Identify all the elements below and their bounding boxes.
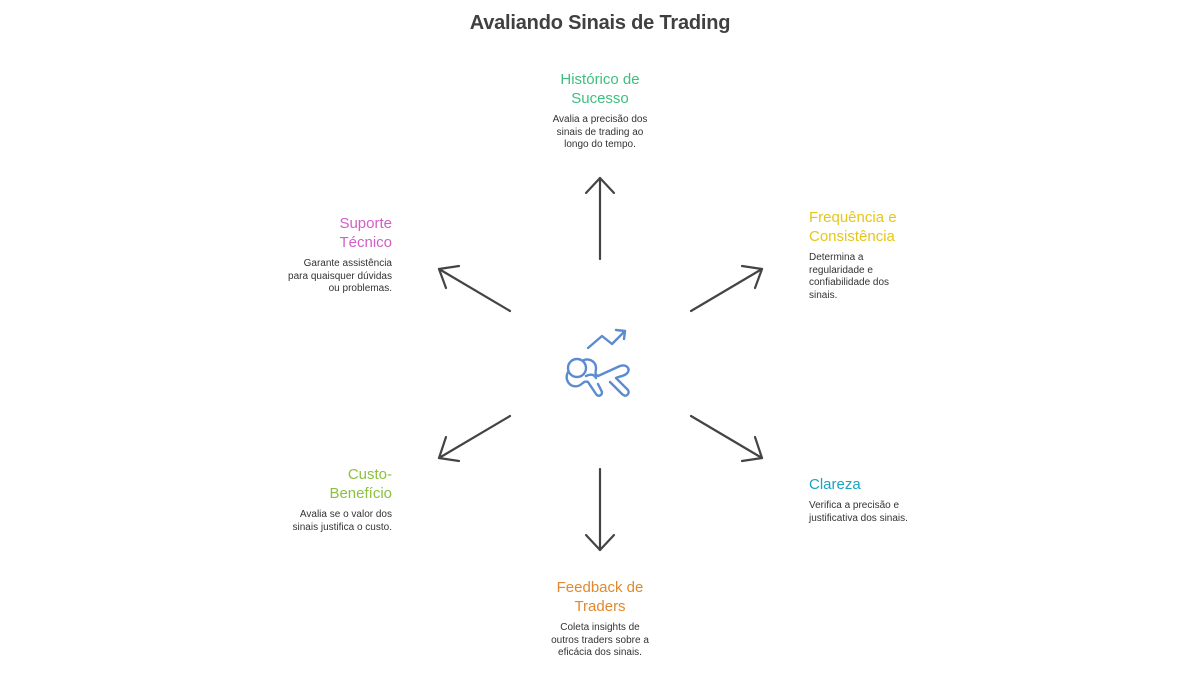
description-line: Determina a bbox=[809, 252, 864, 263]
node-description: Avalia a precisão dos sinais de trading … bbox=[520, 114, 680, 152]
heading-line: Suporte bbox=[339, 215, 392, 232]
node-historico-de-sucesso: Histórico de Sucesso Avalia a precisão d… bbox=[520, 70, 680, 152]
arrow-down-right-icon bbox=[689, 414, 764, 463]
description-line: longo do tempo. bbox=[564, 139, 636, 150]
description-line: Verifica a precisão e bbox=[809, 500, 900, 511]
diagram-title: Avaliando Sinais de Trading bbox=[469, 12, 731, 34]
description-line: eficácia dos sinais. bbox=[558, 647, 642, 658]
heading-line: Histórico de bbox=[560, 71, 640, 88]
node-heading: Suporte Técnico bbox=[252, 214, 392, 252]
node-heading: Custo- Benefício bbox=[252, 465, 392, 503]
heading-line: Feedback de bbox=[556, 579, 644, 596]
node-description: Garante assistência para quaisquer dúvid… bbox=[252, 258, 392, 296]
description-line: ou problemas. bbox=[328, 283, 392, 294]
heading-line: Técnico bbox=[339, 234, 392, 251]
description-line: confiabilidade dos bbox=[809, 277, 890, 288]
description-line: sinais de trading ao bbox=[556, 126, 644, 138]
heading-line: Clareza bbox=[809, 476, 861, 493]
node-frequencia-e-consistencia: Frequência e Consistência Determina a re… bbox=[809, 208, 949, 302]
heading-line: Traders bbox=[574, 598, 626, 615]
description-line: Avalia a precisão dos bbox=[552, 114, 648, 125]
node-heading: Clareza bbox=[809, 475, 949, 494]
description-line: sinais. bbox=[809, 289, 838, 301]
arrow-down-left-icon bbox=[437, 414, 512, 463]
node-feedback-de-traders: Feedback de Traders Coleta insights de o… bbox=[520, 578, 680, 660]
arrow-up-left-icon bbox=[437, 264, 512, 313]
description-line: justificativa dos sinais. bbox=[809, 512, 908, 524]
description-line: Garante assistência bbox=[303, 258, 392, 269]
description-line: sinais justifica o custo. bbox=[292, 521, 393, 533]
arrow-up-icon bbox=[584, 176, 616, 261]
heading-line: Frequência e bbox=[809, 209, 897, 226]
description-line: outros traders sobre a bbox=[551, 634, 649, 646]
heading-line: Custo- bbox=[347, 466, 392, 483]
heading-line: Consistência bbox=[809, 228, 895, 245]
node-heading: Frequência e Consistência bbox=[809, 208, 949, 246]
node-suporte-tecnico: Suporte Técnico Garante assistência para… bbox=[252, 214, 392, 296]
description-line: para quaisquer dúvidas bbox=[288, 270, 392, 282]
trader-relaxing-trend-up-icon bbox=[565, 328, 630, 397]
hub-icon bbox=[558, 322, 644, 404]
node-heading: Histórico de Sucesso bbox=[520, 70, 680, 108]
node-description: Verifica a precisão e justificativa dos … bbox=[809, 500, 949, 525]
node-description: Avalia se o valor dos sinais justifica o… bbox=[252, 509, 393, 534]
description-line: Coleta insights de bbox=[560, 622, 640, 633]
heading-line: Sucesso bbox=[571, 90, 629, 107]
arrow-down-icon bbox=[584, 467, 616, 552]
node-custo-beneficio: Custo- Benefício Avalia se o valor dos s… bbox=[252, 465, 393, 534]
description-line: Avalia se o valor dos bbox=[299, 509, 392, 520]
description-line: regularidade e bbox=[809, 264, 873, 276]
node-clareza: Clareza Verifica a precisão e justificat… bbox=[809, 475, 949, 525]
node-heading: Feedback de Traders bbox=[520, 578, 680, 616]
node-description: Determina a regularidade e confiabilidad… bbox=[809, 252, 949, 302]
node-description: Coleta insights de outros traders sobre … bbox=[520, 622, 680, 660]
arrow-up-right-icon bbox=[689, 264, 764, 313]
heading-line: Benefício bbox=[329, 485, 392, 502]
